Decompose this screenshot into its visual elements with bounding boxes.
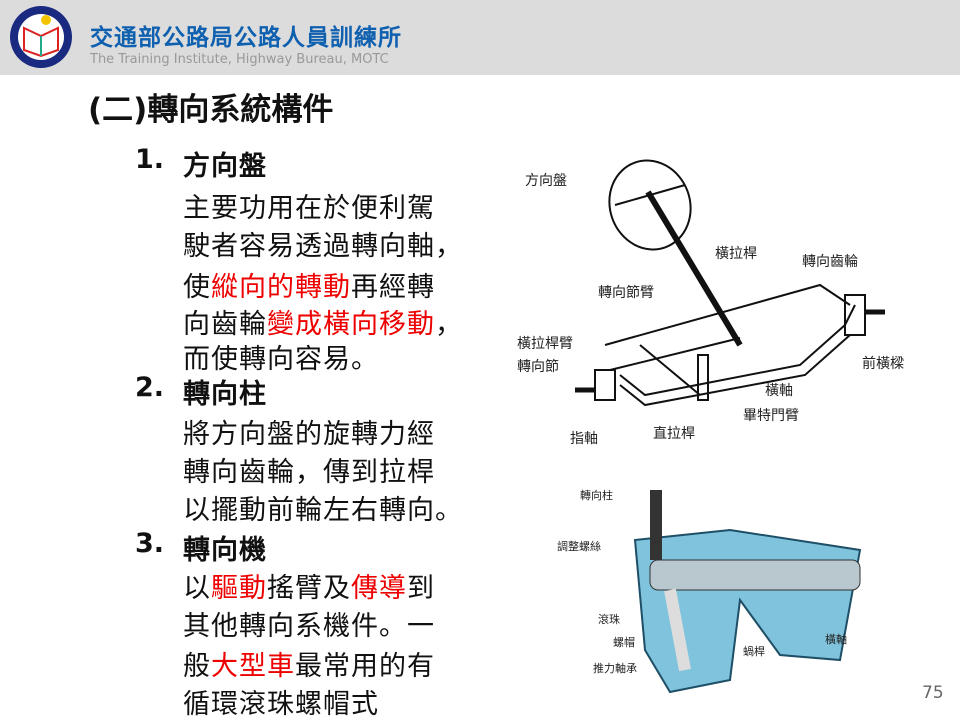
label-cross-shaft: 橫軸 [765, 383, 793, 399]
item-text-line: 駛者容易透過轉向軸， [183, 224, 463, 263]
steering-gearbox-diagram: 轉向柱 調整螺絲 滾珠 螺帽 蝸桿 推力軸承 橫軸 [557, 488, 862, 694]
highlighted-text: 變成橫向移動 [267, 309, 435, 340]
item-text-line: 將方向盤的旋轉力經 [183, 412, 435, 451]
slide-title: (二)轉向系統構件 [88, 92, 334, 128]
text-segment: 主要功用在於便利駕 [183, 193, 435, 224]
text-segment: 搖臂及 [267, 573, 351, 604]
text-segment: 而使轉向容易。 [183, 344, 379, 375]
label-worm: 蝸桿 [743, 644, 765, 658]
org-name-chinese: 交通部公路局公路人員訓練所 [90, 25, 402, 51]
text-segment: ， [435, 309, 463, 340]
item-text-line: 循環滾珠螺帽式 [183, 682, 379, 721]
highlighted-text: 驅動 [211, 573, 267, 604]
item-text-line: 般大型車最常用的有 [183, 644, 435, 683]
label-thrust-bearing: 推力軸承 [593, 661, 637, 675]
text-segment: 其他轉向系機件。一 [183, 611, 435, 642]
item-text-line: 以驅動搖臂及傳導到 [183, 566, 435, 605]
institute-logo [10, 6, 72, 68]
label-tie-rod-arm: 橫拉桿臂 [517, 336, 573, 352]
item-text-line: 向齒輪變成橫向移動， [183, 302, 463, 341]
item-number: 2. [135, 372, 165, 403]
text-segment: 以擺動前輪左右轉向。 [183, 495, 463, 526]
text-segment: 將方向盤的旋轉力經 [183, 419, 435, 450]
item-text-line: 而使轉向容易。 [183, 337, 379, 376]
item-number: 3. [135, 528, 165, 559]
label-tie-rod: 橫拉桿 [715, 246, 757, 262]
label-knuckle-arm: 轉向節臂 [598, 284, 654, 301]
org-name-english: The Training Institute, Highway Bureau, … [90, 52, 389, 67]
text-segment: 循環滾珠螺帽式 [183, 689, 379, 720]
item-heading: 方向盤 [183, 151, 267, 182]
item-text-line: 使縱向的轉動再經轉 [183, 265, 435, 304]
label-adjust-screw: 調整螺絲 [557, 539, 601, 553]
item-text-line: 主要功用在於便利駕 [183, 186, 435, 225]
label-balls: 滾珠 [598, 612, 620, 626]
highlighted-text: 縱向的轉動 [211, 272, 351, 303]
item-heading: 轉向機 [183, 535, 267, 566]
item-text-line: 以擺動前輪左右轉向。 [183, 488, 463, 527]
text-segment: 再經轉 [351, 272, 435, 303]
label-steering-wheel: 方向盤 [525, 173, 567, 189]
text-segment: 駛者容易透過轉向軸， [183, 231, 463, 262]
text-segment: 到 [407, 573, 435, 604]
text-segment: 使 [183, 272, 211, 303]
text-segment: 最常用的有 [295, 651, 435, 682]
text-segment: 轉向齒輪，傳到拉桿 [183, 457, 435, 488]
text-segment: 向齒輪 [183, 309, 267, 340]
steering-system-diagram: 方向盤 橫拉桿 轉向齒輪 轉向節臂 橫拉桿臂 轉向節 前橫樑 橫軸 畢特門臂 指… [517, 159, 904, 447]
highlighted-text: 傳導 [351, 573, 407, 604]
item-text-line: 轉向齒輪，傳到拉桿 [183, 450, 435, 489]
label-steering-column: 轉向柱 [580, 488, 613, 502]
item-heading: 轉向柱 [183, 379, 267, 410]
label-cross-shaft: 橫軸 [825, 632, 847, 646]
header-banner: 交通部公路局公路人員訓練所 The Training Institute, Hi… [0, 0, 960, 75]
text-segment: 以 [183, 573, 211, 604]
item-number: 1. [135, 144, 165, 175]
label-steering-gear: 轉向齒輪 [802, 253, 858, 270]
label-front-axle: 前橫樑 [862, 355, 904, 372]
label-drag-link: 直拉桿 [653, 425, 695, 442]
highlighted-text: 大型車 [211, 651, 295, 682]
item-text-line: 其他轉向系機件。一 [183, 604, 435, 643]
diagram1-labels: 方向盤 橫拉桿 轉向齒輪 轉向節臂 橫拉桿臂 轉向節 前橫樑 橫軸 畢特門臂 指… [517, 173, 904, 447]
page-number: 75 [922, 683, 944, 703]
label-pitman-arm: 畢特門臂 [743, 408, 799, 424]
label-nut: 螺帽 [613, 636, 635, 649]
label-knuckle: 轉向節 [517, 358, 559, 375]
label-spindle: 指軸 [570, 431, 598, 447]
text-segment: 般 [183, 651, 211, 682]
